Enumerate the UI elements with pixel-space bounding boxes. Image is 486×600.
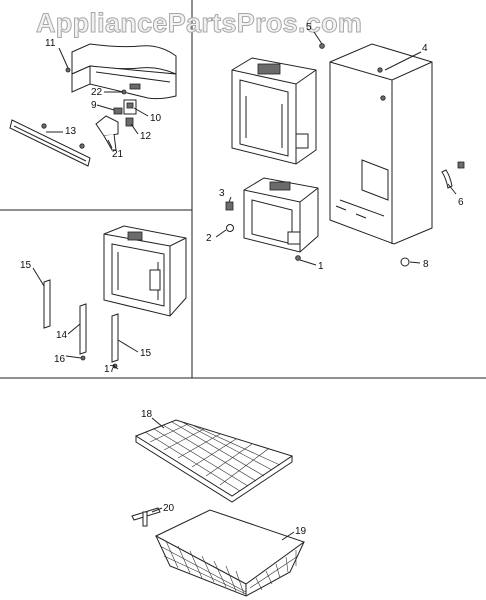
liner-with-rails-drawing [103, 225, 187, 317]
callout-20: 20 [163, 503, 175, 514]
callout-18: 18 [141, 409, 153, 420]
lower-liner-drawing [243, 177, 319, 253]
panel-dividers [0, 0, 486, 379]
callout-21: 21 [112, 149, 124, 160]
control-housing-drawing [71, 43, 177, 100]
top-left-leaders [46, 47, 149, 149]
trim-strip-drawing [9, 119, 91, 167]
shelf-rails-drawing [43, 279, 119, 369]
right-panel-leaders [215, 31, 457, 266]
callout-17: 17 [104, 364, 116, 375]
callout-13: 13 [65, 126, 77, 137]
callout-19: 19 [295, 526, 307, 537]
callout-8: 8 [423, 259, 429, 270]
callout-16: 16 [54, 354, 66, 365]
basket-drawing [154, 509, 306, 597]
callout-22: 22 [91, 87, 103, 98]
handle-part-drawing [131, 507, 161, 527]
watermark-text: AppliancePartsPros.com [36, 8, 362, 38]
cabinet-fasteners-drawing [225, 43, 465, 267]
callout-2: 2 [206, 233, 212, 244]
callout-14: 14 [56, 330, 68, 341]
callout-9: 9 [91, 100, 97, 111]
middle-left-leaders [32, 267, 139, 370]
bottom-panel-leaders [151, 417, 295, 541]
callout-15-right: 15 [140, 348, 152, 359]
callout-4: 4 [422, 43, 428, 54]
upper-liner-drawing [231, 57, 317, 165]
callout-6: 6 [458, 197, 464, 208]
small-fasteners-drawing [65, 67, 137, 127]
hinge-bracket-drawing [95, 115, 119, 151]
callout-10: 10 [150, 113, 162, 124]
callout-11: 11 [45, 38, 56, 49]
callout-5: 5 [306, 22, 312, 33]
wire-shelf-drawing [134, 419, 294, 503]
callout-3: 3 [219, 188, 225, 199]
callout-12: 12 [140, 131, 152, 142]
callout-15-left: 15 [20, 260, 32, 271]
callout-1: 1 [318, 261, 324, 272]
cabinet-shell-drawing [329, 43, 433, 245]
